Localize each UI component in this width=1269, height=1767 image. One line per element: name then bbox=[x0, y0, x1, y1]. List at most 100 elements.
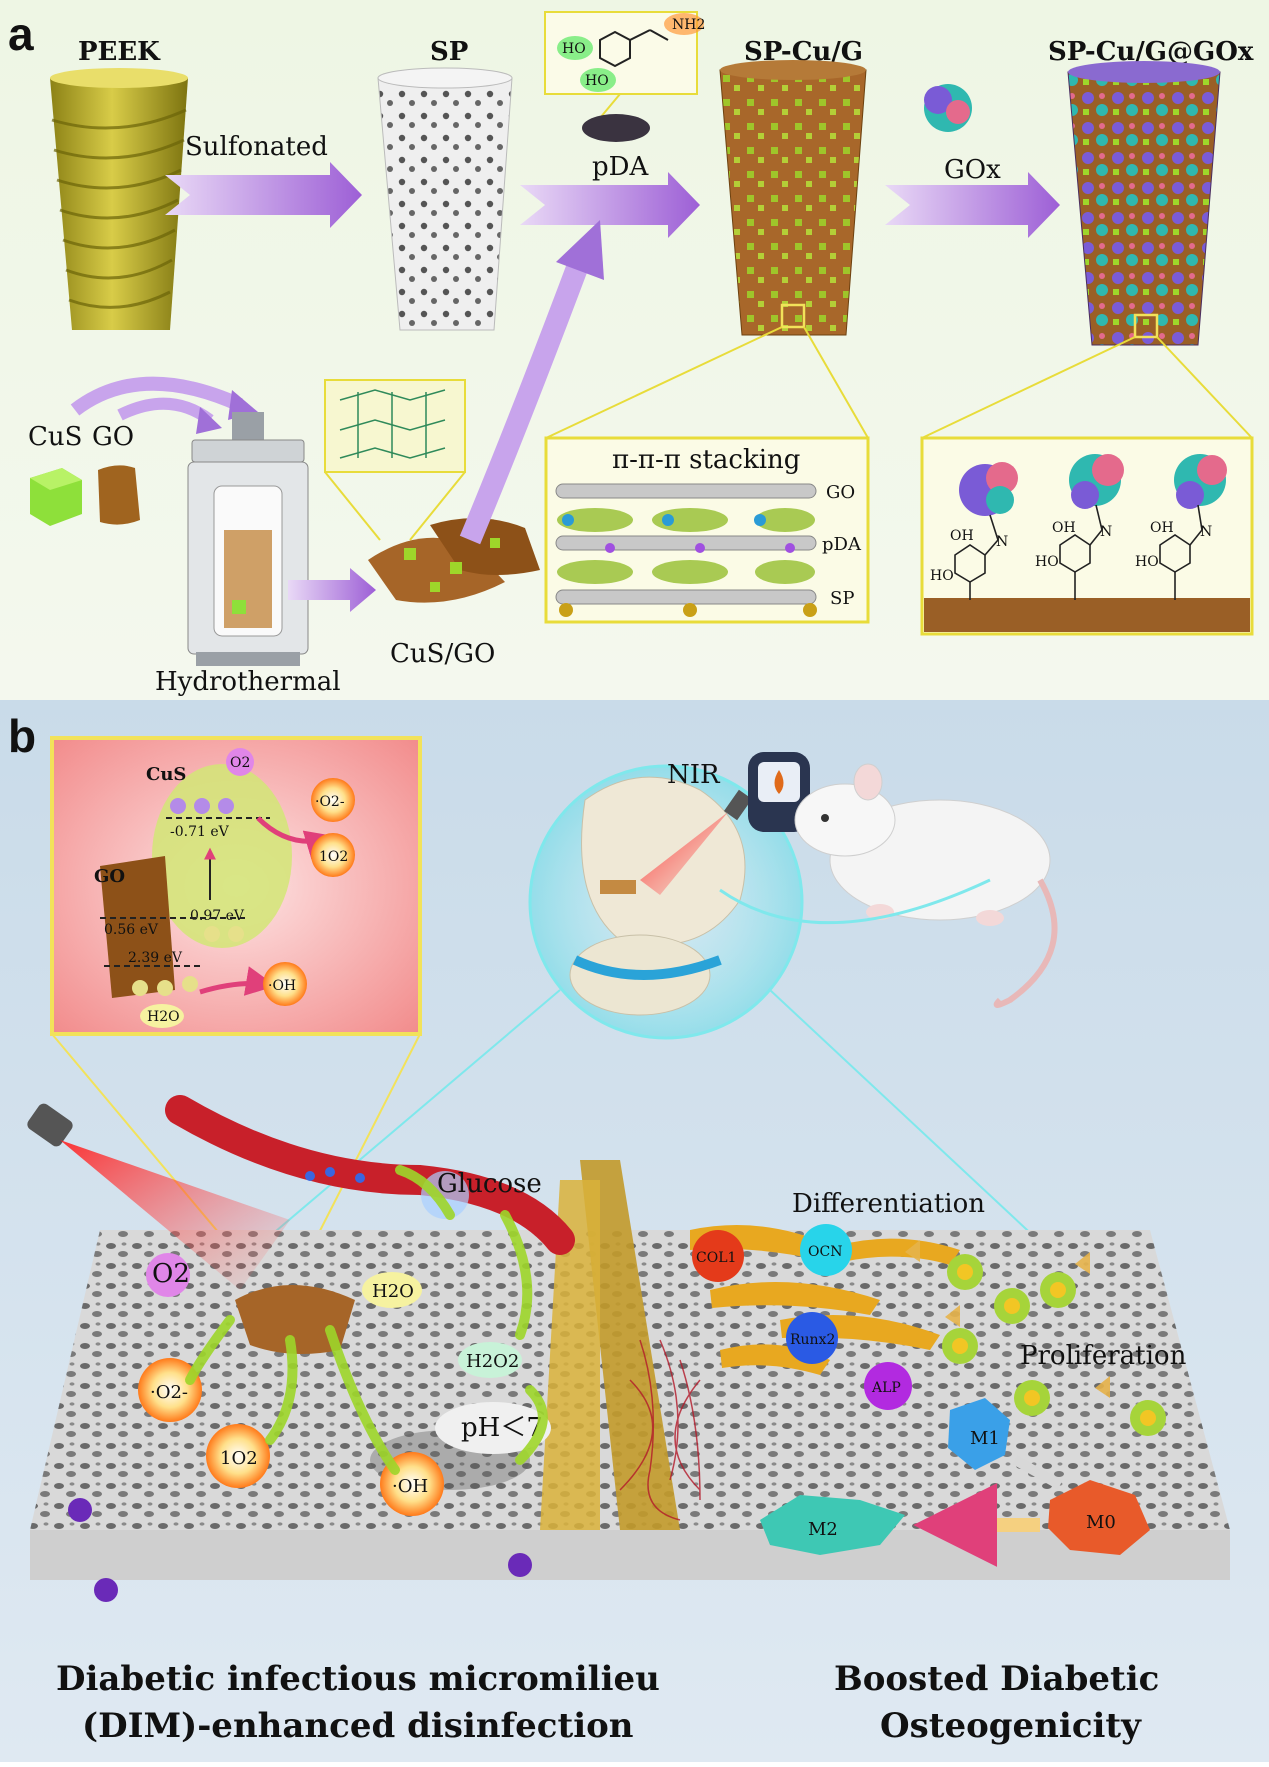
glucose-icon bbox=[421, 1171, 469, 1219]
nir-laser-2-icon bbox=[27, 1103, 73, 1147]
nh2-label: NH2 bbox=[672, 17, 705, 33]
linker-label-5: HO bbox=[1035, 554, 1059, 570]
cusgo-sheet bbox=[235, 1285, 355, 1354]
label-nir: NIR bbox=[667, 760, 721, 790]
marker-col1: COL1 bbox=[692, 1230, 744, 1282]
bacteria bbox=[68, 1498, 532, 1602]
nir-beam-2 bbox=[60, 1140, 290, 1290]
linker-label-1: OH bbox=[950, 528, 974, 544]
title-sp: SP bbox=[430, 37, 468, 67]
macrophage-m0: M0 bbox=[1048, 1480, 1150, 1555]
arrow-pda bbox=[520, 172, 700, 238]
label-m2: M2 bbox=[808, 1519, 838, 1540]
band-diagram-inset: CuS -0.71 eV 0.97 eV GO 0.56 eV 2.39 eV … bbox=[50, 736, 422, 1036]
linker-label-7: OH bbox=[1150, 520, 1174, 536]
h2o2-bubble bbox=[458, 1342, 522, 1378]
rat-illustration bbox=[794, 763, 1058, 1008]
band-singlet: 1O2 bbox=[319, 849, 348, 865]
label-o2: O2 bbox=[152, 1259, 190, 1289]
band-h2o: H2O bbox=[147, 1009, 180, 1025]
sp-cug-implant bbox=[719, 60, 867, 336]
band-hydroxyl: ·OH bbox=[268, 978, 296, 994]
linker-label-2: HO bbox=[930, 568, 954, 584]
cusgo-composite bbox=[368, 518, 540, 603]
stem-cells bbox=[942, 1254, 1166, 1436]
footer-right-line-2: Osteogenicity bbox=[880, 1706, 1142, 1746]
arrow-gox bbox=[885, 172, 1060, 238]
footer-right-line-1: Boosted Diabetic bbox=[834, 1659, 1159, 1699]
stacking-inset: π-π-π stacking GO pDA SP bbox=[544, 436, 870, 624]
ph-bubble bbox=[435, 1402, 551, 1454]
gox-enzyme-icon bbox=[924, 84, 972, 132]
label-h2o2: H2O2 bbox=[466, 1351, 519, 1372]
go-sheet-icon bbox=[98, 465, 140, 525]
sp-implant bbox=[377, 67, 513, 331]
arrow-to-cusgo bbox=[288, 568, 376, 612]
label-gox: GOx bbox=[944, 155, 1001, 185]
label-proliferation: Proliferation bbox=[1020, 1341, 1187, 1371]
h2o-bubble bbox=[362, 1272, 422, 1308]
linker-label-8: HO bbox=[1135, 554, 1159, 570]
panel-a-letter: a bbox=[8, 8, 34, 60]
linker-label-4: OH bbox=[1052, 520, 1076, 536]
band-e-cus: -0.71 eV bbox=[170, 824, 230, 840]
label-m1: M1 bbox=[970, 1428, 1000, 1449]
label-differentiation: Differentiation bbox=[792, 1189, 985, 1219]
band-cus-label: CuS bbox=[146, 764, 186, 785]
linker-label-6: N bbox=[1100, 524, 1112, 540]
label-sulfonated: Sulfonated bbox=[185, 132, 328, 162]
sp-cug-gox-implant bbox=[1067, 61, 1221, 346]
label-singlet: 1O2 bbox=[220, 1448, 258, 1469]
title-peek: PEEK bbox=[78, 37, 161, 67]
nir-beam bbox=[640, 812, 728, 895]
label-cus: CuS bbox=[28, 422, 82, 452]
label-glucose: Glucose bbox=[437, 1169, 542, 1199]
m0-to-m1-arrow bbox=[1012, 1455, 1063, 1490]
label-ph: pH＜7 bbox=[461, 1413, 543, 1443]
label-cusgo: CuS/GO bbox=[390, 639, 495, 669]
label-hydroxyl: ·OH bbox=[392, 1476, 428, 1497]
label-superoxide: ·O2- bbox=[150, 1382, 188, 1403]
singlet-oxygen-burst bbox=[206, 1424, 270, 1488]
gox-linkage-inset: OH HO N OH HO N OH HO N bbox=[920, 436, 1254, 636]
label-pda: pDA bbox=[592, 152, 649, 182]
label-h2o: H2O bbox=[372, 1281, 414, 1302]
panel-b-letter: b bbox=[8, 710, 36, 762]
arrow-cusgo-to-pda bbox=[459, 256, 591, 545]
band-gap-go1: 0.56 eV bbox=[104, 922, 159, 938]
peek-implant bbox=[50, 68, 188, 330]
proliferation-arrows bbox=[905, 1240, 1110, 1398]
label-runx2: Runx2 bbox=[790, 1332, 835, 1348]
marker-ocn: OCN bbox=[800, 1224, 852, 1276]
ho-label-2: HO bbox=[585, 73, 609, 89]
ho-label-1: HO bbox=[562, 41, 586, 57]
marker-alp: ALP bbox=[864, 1362, 912, 1410]
collagen-fibers bbox=[619, 1339, 701, 1521]
arrow-sulfonated bbox=[165, 162, 362, 228]
band-o2: O2 bbox=[230, 755, 250, 771]
layer-go: GO bbox=[826, 482, 855, 503]
marker-runx2: Runx2 bbox=[786, 1312, 838, 1364]
layer-pda: pDA bbox=[822, 534, 862, 555]
linker-label-3: N bbox=[996, 534, 1008, 550]
nir-laser-icon bbox=[723, 789, 753, 821]
mussel-icon bbox=[582, 114, 650, 142]
band-gap-go2: 2.39 eV bbox=[128, 950, 183, 966]
label-go: GO bbox=[92, 422, 134, 452]
macrophage-m2: M2 bbox=[760, 1495, 905, 1555]
hydrothermal-reactor bbox=[187, 412, 309, 666]
glucose-meter-icon bbox=[748, 752, 810, 832]
label-ocn: OCN bbox=[808, 1244, 842, 1260]
arrow-cus-reactor bbox=[70, 376, 243, 416]
footer-left-line-1: Diabetic infectious micromilieu bbox=[56, 1659, 660, 1699]
superoxide-burst bbox=[138, 1358, 202, 1422]
band-go-label: GO bbox=[94, 866, 125, 887]
o2-bubble bbox=[146, 1253, 190, 1297]
label-m0: M0 bbox=[1086, 1512, 1116, 1533]
label-hydrothermal: Hydrothermal bbox=[155, 667, 341, 697]
stacking-title: π-π-π stacking bbox=[612, 445, 800, 475]
bone-sphere bbox=[528, 764, 804, 1040]
band-gap-cus: 0.97 eV bbox=[190, 908, 245, 924]
